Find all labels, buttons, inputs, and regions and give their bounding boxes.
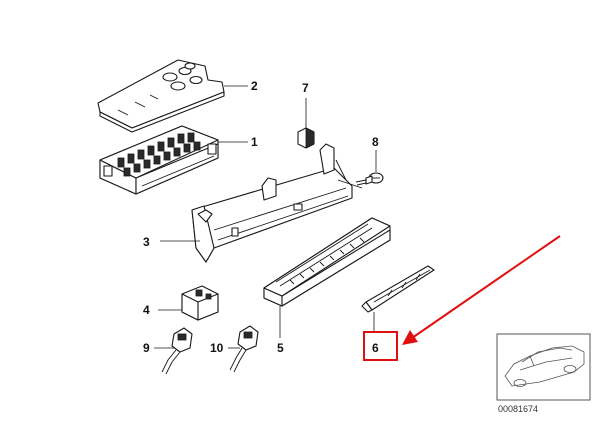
label-part-1: 1: [251, 135, 258, 149]
part-9-connector[interactable]: [161, 327, 193, 375]
label-part-6: 6: [372, 341, 379, 355]
part-10-connector[interactable]: [229, 325, 259, 373]
part-8-screw[interactable]: [355, 172, 384, 186]
label-part-4: 4: [143, 303, 150, 317]
part-6-strip[interactable]: [361, 265, 435, 313]
part-3-bracket[interactable]: [191, 143, 363, 263]
label-part-10: 10: [210, 341, 224, 355]
highlight-arrow: [402, 235, 561, 345]
fuse-slots: [117, 132, 201, 177]
part-1-fuse-box[interactable]: [99, 125, 219, 195]
diagram-reference-number: 00081674: [498, 404, 538, 414]
vehicle-inset: [496, 333, 591, 401]
label-part-8: 8: [372, 135, 379, 149]
part-2-cover[interactable]: [97, 59, 225, 133]
housing-grille: [275, 223, 373, 287]
part-6-highlight-box: [363, 331, 398, 361]
label-part-7: 7: [302, 81, 309, 95]
part-4-relay[interactable]: [181, 285, 219, 321]
part-5-housing[interactable]: [263, 217, 391, 307]
label-part-9: 9: [143, 341, 150, 355]
label-part-5: 5: [277, 341, 284, 355]
label-part-3: 3: [143, 235, 150, 249]
label-part-2: 2: [251, 79, 258, 93]
part-7-clip[interactable]: [297, 127, 315, 149]
